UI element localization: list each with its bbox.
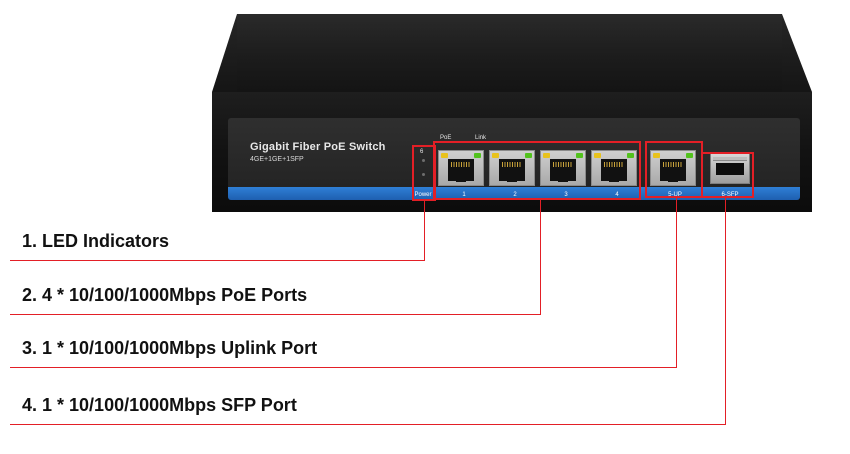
poe-led: [441, 153, 448, 158]
power-label: Power: [414, 192, 432, 198]
uplink-port-label: 5-UP: [668, 192, 682, 198]
rj45-socket: [660, 159, 686, 182]
callout-1-connector: [424, 201, 425, 260]
callout-3-connector: [676, 198, 677, 367]
uplink-highlight-box: [645, 141, 703, 198]
sfp-latch: [713, 157, 747, 161]
callout-sfp-port: 4. 1 * 10/100/1000Mbps SFP Port: [22, 395, 297, 415]
poe-port-4[interactable]: [591, 150, 637, 186]
callout-2-underline: [10, 314, 541, 315]
sfp-port-label: 6-SFP: [721, 192, 739, 198]
led-highlight-box: [412, 145, 436, 201]
uplink-led: [653, 153, 660, 158]
sfp-slot: [716, 163, 744, 175]
led-label: 6: [420, 149, 424, 155]
callout-poe-ports: 2. 4 * 10/100/1000Mbps PoE Ports: [22, 285, 308, 305]
link-led: [474, 153, 481, 158]
sfp-highlight-box: [701, 152, 754, 198]
rj45-socket: [499, 159, 525, 182]
led-indicator: [422, 159, 425, 162]
poe-label: PoE: [440, 135, 452, 141]
poe-port-2[interactable]: [489, 150, 535, 186]
poe-led: [543, 153, 550, 158]
device-title: Gigabit Fiber PoE Switch: [250, 141, 386, 153]
callout-led-indicators: 1. LED Indicators: [22, 231, 170, 251]
callout-3-underline: [10, 367, 677, 368]
callout-uplink-port: 3. 1 * 10/100/1000Mbps Uplink Port: [22, 338, 318, 358]
port-label-3: 3: [564, 192, 568, 198]
switch-front-panel: Gigabit Fiber PoE Switch 4GE+1GE+1SFP 6 …: [228, 118, 800, 200]
callout-1-underline: [10, 260, 425, 261]
link-led: [627, 153, 634, 158]
poe-ports-highlight-box: [433, 141, 641, 200]
poe-port-3[interactable]: [540, 150, 586, 186]
link-led: [525, 153, 532, 158]
link-led: [576, 153, 583, 158]
port-label-2: 2: [513, 192, 517, 198]
port-label-4: 4: [615, 192, 619, 198]
rj45-socket: [448, 159, 474, 182]
poe-port-1[interactable]: [438, 150, 484, 186]
port-label-1: 1: [462, 192, 466, 198]
uplink-link-led: [686, 153, 693, 158]
rj45-socket: [601, 159, 627, 182]
callout-4-connector: [725, 198, 726, 424]
device-subtitle: 4GE+1GE+1SFP: [250, 156, 304, 163]
uplink-port[interactable]: [650, 150, 696, 186]
callout-4-underline: [10, 424, 726, 425]
callout-2-connector: [540, 200, 541, 314]
link-label: Link: [475, 135, 487, 141]
power-led-indicator: [422, 173, 425, 176]
rj45-socket: [550, 159, 576, 182]
poe-led: [492, 153, 499, 158]
switch-top-panel: [237, 14, 782, 92]
poe-led: [594, 153, 601, 158]
